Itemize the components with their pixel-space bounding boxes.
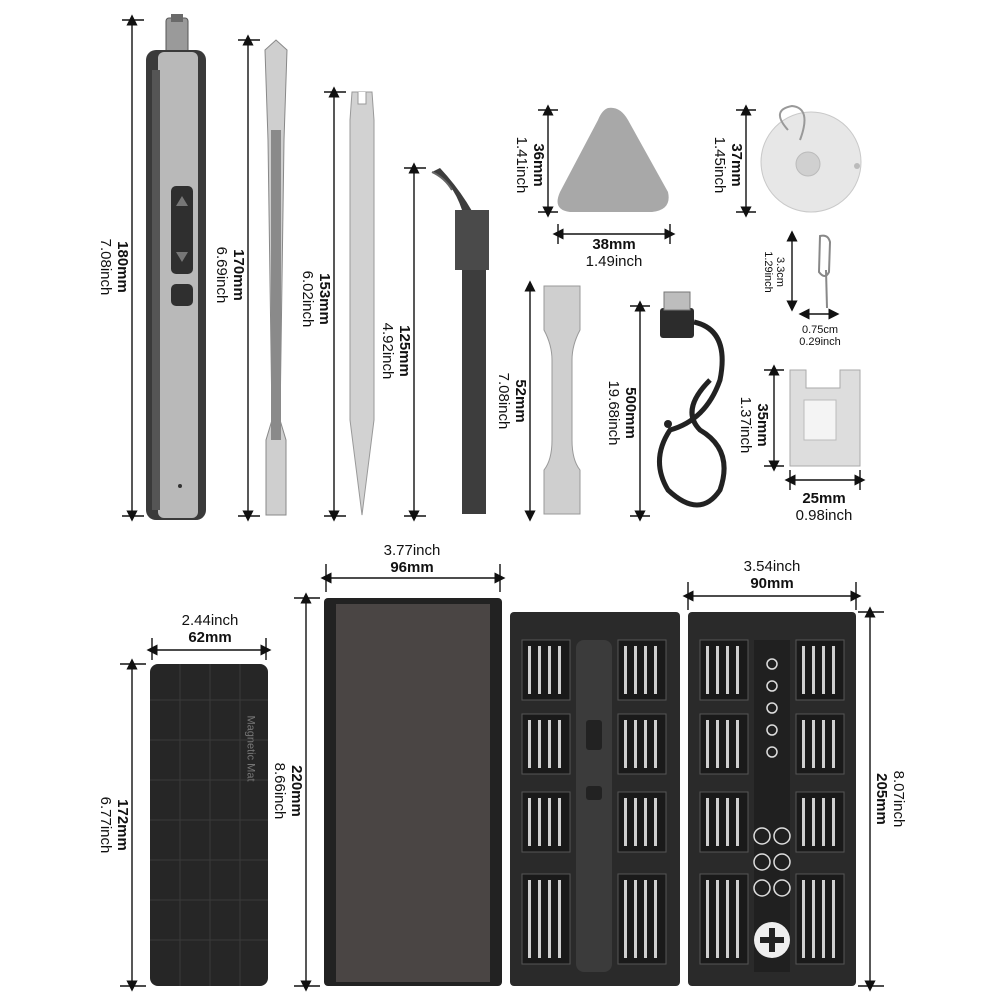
simpin-w-mm: 0.75cm: [801, 324, 839, 336]
tray-w-mm: 90mm: [750, 575, 794, 592]
magnetic-mat-icon: [150, 664, 268, 986]
case-w-inch: 3.77inch: [383, 542, 441, 559]
simpin-height-label: 3.3cm 1.29inch: [762, 232, 786, 312]
cable-dim-label: 500mm 19.68inch: [605, 363, 639, 463]
mat-label: Magnetic Mat: [244, 715, 257, 782]
driver-dim-label: 180mm 7.08inch: [97, 217, 131, 317]
suction-h-inch: 1.45inch: [711, 136, 728, 194]
plate-height-label: 35mm 1.37inch: [737, 375, 771, 475]
handle-inch: 7.08inch: [495, 372, 512, 430]
pick-height-label: 36mm 1.41inch: [513, 115, 547, 215]
plate-w-mm: 25mm: [802, 490, 846, 507]
tweezers-dim-label: 125mm 4.92inch: [379, 301, 413, 401]
mat-w-inch: 2.44inch: [181, 612, 239, 629]
suction-h-mm: 37mm: [728, 143, 745, 187]
plate-width-label: 25mm 0.98inch: [774, 490, 874, 524]
pick-h-mm: 36mm: [530, 143, 547, 187]
tweezers-icon: [431, 168, 489, 514]
pick-w-inch: 1.49inch: [585, 253, 643, 270]
extension-handle-icon: [543, 285, 581, 515]
mat-h-inch: 6.77inch: [97, 796, 114, 854]
mat-h-mm: 172mm: [114, 799, 131, 851]
suction-height-label: 37mm 1.45inch: [711, 115, 745, 215]
triangle-pick-icon: [557, 107, 669, 212]
case-height-label: 220mm 8.66inch: [271, 741, 305, 841]
case-w-mm: 96mm: [390, 559, 434, 576]
bit-tray-icon: [688, 612, 856, 986]
sim-pin-icon: [817, 234, 832, 309]
case-width-label: 3.77inch 96mm: [362, 542, 462, 576]
cable-inch: 19.68inch: [605, 380, 622, 446]
case-h-inch: 8.66inch: [271, 762, 288, 820]
simpin-h-mm: 3.3cm: [774, 257, 786, 287]
suction-cup-icon: [760, 104, 862, 213]
pick-w-mm: 38mm: [592, 236, 636, 253]
tray-width-label: 3.54inch 90mm: [722, 558, 822, 592]
handle-mm: 52mm: [512, 379, 529, 423]
simpin-w-inch: 0.29inch: [799, 336, 841, 348]
pick-width-label: 38mm 1.49inch: [564, 236, 664, 270]
tray-w-inch: 3.54inch: [743, 558, 801, 575]
tray-height-label: 8.07inch 205mm: [873, 749, 907, 849]
plate-w-inch: 0.98inch: [795, 507, 853, 524]
pick-h-inch: 1.41inch: [513, 136, 530, 194]
case-h-mm: 220mm: [288, 765, 305, 817]
simpin-width-label: 0.75cm 0.29inch: [780, 324, 860, 348]
handle-dim-label: 52mm 7.08inch: [495, 351, 529, 451]
driver-mm: 180mm: [114, 241, 131, 293]
spudger-dim-label: 170mm 6.69inch: [213, 225, 247, 325]
tweezers-mm: 125mm: [396, 325, 413, 377]
spudger-inch: 6.69inch: [213, 246, 230, 304]
stick-inch: 6.02inch: [299, 270, 316, 328]
stick-mm: 153mm: [316, 273, 333, 325]
mat-height-label: 172mm 6.77inch: [97, 775, 131, 875]
plate-h-inch: 1.37inch: [737, 396, 754, 454]
tray-h-inch: 8.07inch: [890, 770, 907, 828]
simpin-h-inch: 1.29inch: [762, 251, 774, 293]
cable-mm: 500mm: [622, 387, 639, 439]
dimension-lines: [120, 14, 884, 992]
bit-tray-icon: [510, 612, 680, 986]
spudger-icon: [264, 39, 288, 516]
spudger-mm: 170mm: [230, 249, 247, 301]
dimension-lines: [146, 224, 866, 660]
usb-cable-icon: [657, 291, 727, 508]
electric-screwdriver-icon: [146, 14, 206, 520]
stick-dim-label: 153mm 6.02inch: [299, 249, 333, 349]
mat-width-label: 2.44inch 62mm: [160, 612, 260, 646]
driver-inch: 7.08inch: [97, 238, 114, 296]
tray-h-mm: 205mm: [873, 773, 890, 825]
case-lid-icon: [324, 598, 502, 986]
mat-w-mm: 62mm: [188, 629, 232, 646]
tweezers-inch: 4.92inch: [379, 322, 396, 380]
pry-stick-icon: [349, 91, 375, 516]
plate-h-mm: 35mm: [754, 403, 771, 447]
mag-plate-icon: [789, 369, 861, 467]
